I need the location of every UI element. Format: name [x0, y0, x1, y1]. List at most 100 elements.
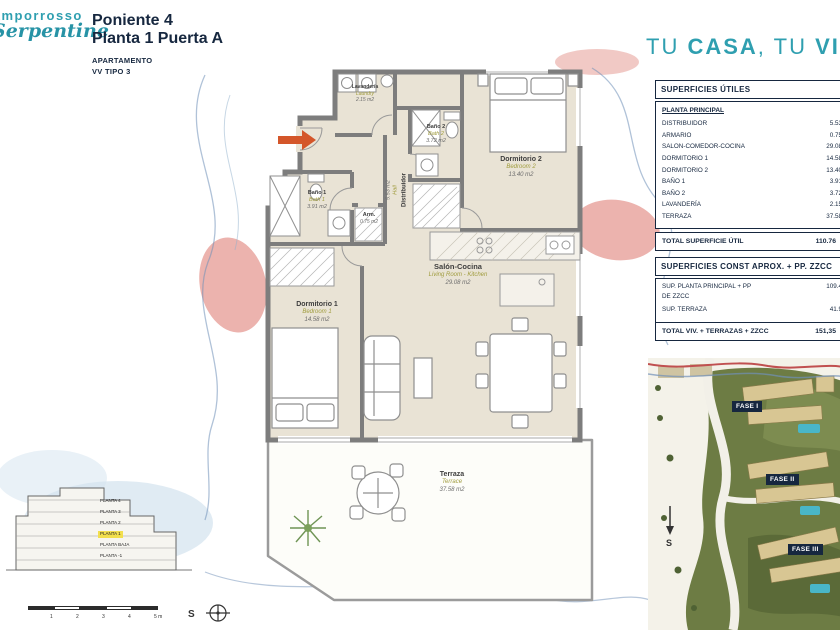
logo-text-camporrosso: camporrosso: [0, 8, 83, 23]
tagline-tu2: , TU: [757, 34, 816, 59]
building-section: [6, 487, 192, 571]
room-name: Salón-Cocina: [434, 262, 482, 271]
floor-label-planta1: PLANTA 1: [98, 531, 123, 538]
room-label-lavanderia: Lavandería Laundry 2.15 m2: [352, 84, 378, 104]
floor-lines: [16, 499, 176, 561]
row-label: LAVANDERÍA: [662, 201, 701, 209]
scale-tick-2: 2: [76, 614, 79, 620]
room-label-terraza: Terraza Terrace 37.58 m2: [439, 470, 464, 495]
room-name: Distribuidor: [401, 173, 408, 207]
room-area: 3.72 m2: [426, 138, 446, 145]
row-value: 41.9: [829, 306, 840, 314]
row-label: ARMARIO: [662, 131, 692, 139]
total-value: 110.76: [815, 238, 836, 245]
useful-surfaces-header: SUPERFICIES ÚTILES: [655, 80, 840, 99]
row-value: 3.91: [829, 178, 840, 186]
room-name-en: Bath 1: [309, 197, 325, 204]
table-row: LAVANDERÍA 2.15: [662, 199, 840, 211]
bath2-fixtures: [411, 109, 461, 177]
kitchen-counter: [429, 231, 581, 261]
room-label-dormitorio2: Dormitorio 2 Bedroom 2 13.40 m2: [500, 155, 542, 180]
compass-s-label: S: [188, 609, 195, 620]
floor-label-planta-1: PLANTA -1: [100, 553, 123, 558]
row-value: 109.4: [826, 283, 840, 290]
compass-icon: S: [188, 604, 230, 622]
room-name: Lavandería: [351, 84, 379, 90]
page-title-line1: Poniente 4: [92, 12, 173, 29]
row-value: 37.58: [826, 213, 840, 221]
room-label-bano2: Baño 2 Bath 2 3.72 m2: [426, 124, 446, 145]
blue-wavy-line: [648, 372, 840, 379]
row-label: DISTRIBUIDOR: [662, 120, 708, 127]
floor-label-plantabaja: PLANTA BAJA: [100, 542, 130, 547]
table-section-title: PLANTA PRINCIPAL: [662, 107, 724, 114]
built-surfaces-table: SUP. PLANTA PRINCIPAL + PP DE ZZCC109.4 …: [655, 278, 840, 325]
scale-tick-3: 3: [102, 614, 105, 620]
map-buildings-fase2: [747, 451, 835, 504]
floor-label-planta2: PLANTA 2: [100, 520, 121, 525]
subtitle-apartamento: APARTAMENTO: [92, 55, 153, 65]
row-label: BAÑO 1: [662, 178, 686, 186]
room-name: Terraza: [439, 471, 465, 478]
coffee-table: [413, 357, 433, 399]
table-title: SUPERFICIES CONST APROX. + PP. ZZCC: [661, 262, 833, 271]
room-area: 3.91 m2: [307, 204, 327, 211]
logo: camporrosso Serpentine: [0, 8, 109, 42]
interior-walls: [268, 72, 580, 440]
total-label: TOTAL VIV. + TERRAZAS + ZZCC: [662, 328, 769, 335]
row-value: 0.75: [829, 131, 840, 139]
scale-tick-1: 1: [50, 614, 53, 620]
room-name-en: Bath 2: [428, 131, 444, 138]
row-value: 5.53: [829, 120, 840, 127]
room-name-en: Hall: [392, 185, 399, 195]
floor-label-planta3: PLANTA 3: [100, 509, 121, 514]
room-label-distribuidor: 5.53 m2 Hall Distribuidor: [386, 173, 409, 207]
room-area: 29.08 m2: [445, 279, 471, 286]
red-wavy-line: [648, 362, 840, 369]
row-value: 29.08: [826, 143, 840, 151]
row-value: 2.15: [829, 201, 840, 209]
row-label: SUP. PLANTA PRINCIPAL + PP DE ZZCC: [662, 283, 752, 301]
windows: [486, 68, 584, 408]
closet-arm: [354, 207, 383, 242]
bed-dorm1: [271, 327, 339, 429]
row-label: BAÑO 2: [662, 189, 686, 197]
scale-tick-4: 4: [128, 614, 131, 620]
room-label-bano1: Baño 1 Bath 1 3.91 m2: [307, 190, 327, 211]
salmon-blob-right: [572, 199, 660, 261]
page-title-line2: Planta 1 Puerta A: [92, 30, 224, 48]
bed-dorm2: [477, 73, 579, 153]
room-name: Baño 1: [307, 190, 327, 196]
site-map: [648, 358, 840, 630]
tagline-casa: CASA: [687, 34, 758, 59]
dining-table: [475, 317, 567, 429]
table-row: BAÑO 1 3.91: [662, 176, 840, 188]
useful-total: TOTAL SUPERFICIE ÚTIL 110.76: [655, 232, 840, 251]
tagline-vida: VIDA: [815, 34, 840, 59]
blue-contour-inner: [223, 94, 239, 251]
room-name: Dormitorio 2: [500, 156, 542, 163]
room-label-armario: Arm. 0.75 m2: [360, 212, 378, 226]
table-row: DISTRIBUIDOR 5.53: [662, 118, 840, 130]
fase3-label: FASE III: [788, 544, 823, 555]
total-label: TOTAL SUPERFICIE ÚTIL: [662, 238, 744, 245]
blue-contour-left: [195, 74, 218, 521]
useful-surfaces-table: PLANTA PRINCIPAL DISTRIBUIDOR 5.53 ARMARI…: [655, 101, 840, 229]
map-buildings-fase1: [742, 375, 835, 425]
glass-doors: [278, 436, 572, 444]
room-area: 37.58 m2: [439, 486, 465, 493]
table-row: ARMARIO 0.75: [662, 130, 840, 142]
row-value: 3.72: [829, 189, 840, 197]
entrance-arrow-icon: [278, 130, 316, 150]
fase1-label: FASE I: [732, 401, 763, 412]
scale-bar: 1 2 3 4 5 m: [28, 606, 178, 626]
room-name-en: Laundry: [355, 90, 375, 97]
title-block: Poniente 4 Planta 1 Puerta A APARTAMENTO…: [92, 12, 223, 77]
room-name-en: Bedroom 2: [506, 164, 536, 171]
laundry-machines: [337, 73, 394, 93]
salmon-blob-left: [199, 237, 267, 333]
room-area: 14.58 m2: [304, 316, 330, 323]
plant-icon: [290, 510, 326, 546]
